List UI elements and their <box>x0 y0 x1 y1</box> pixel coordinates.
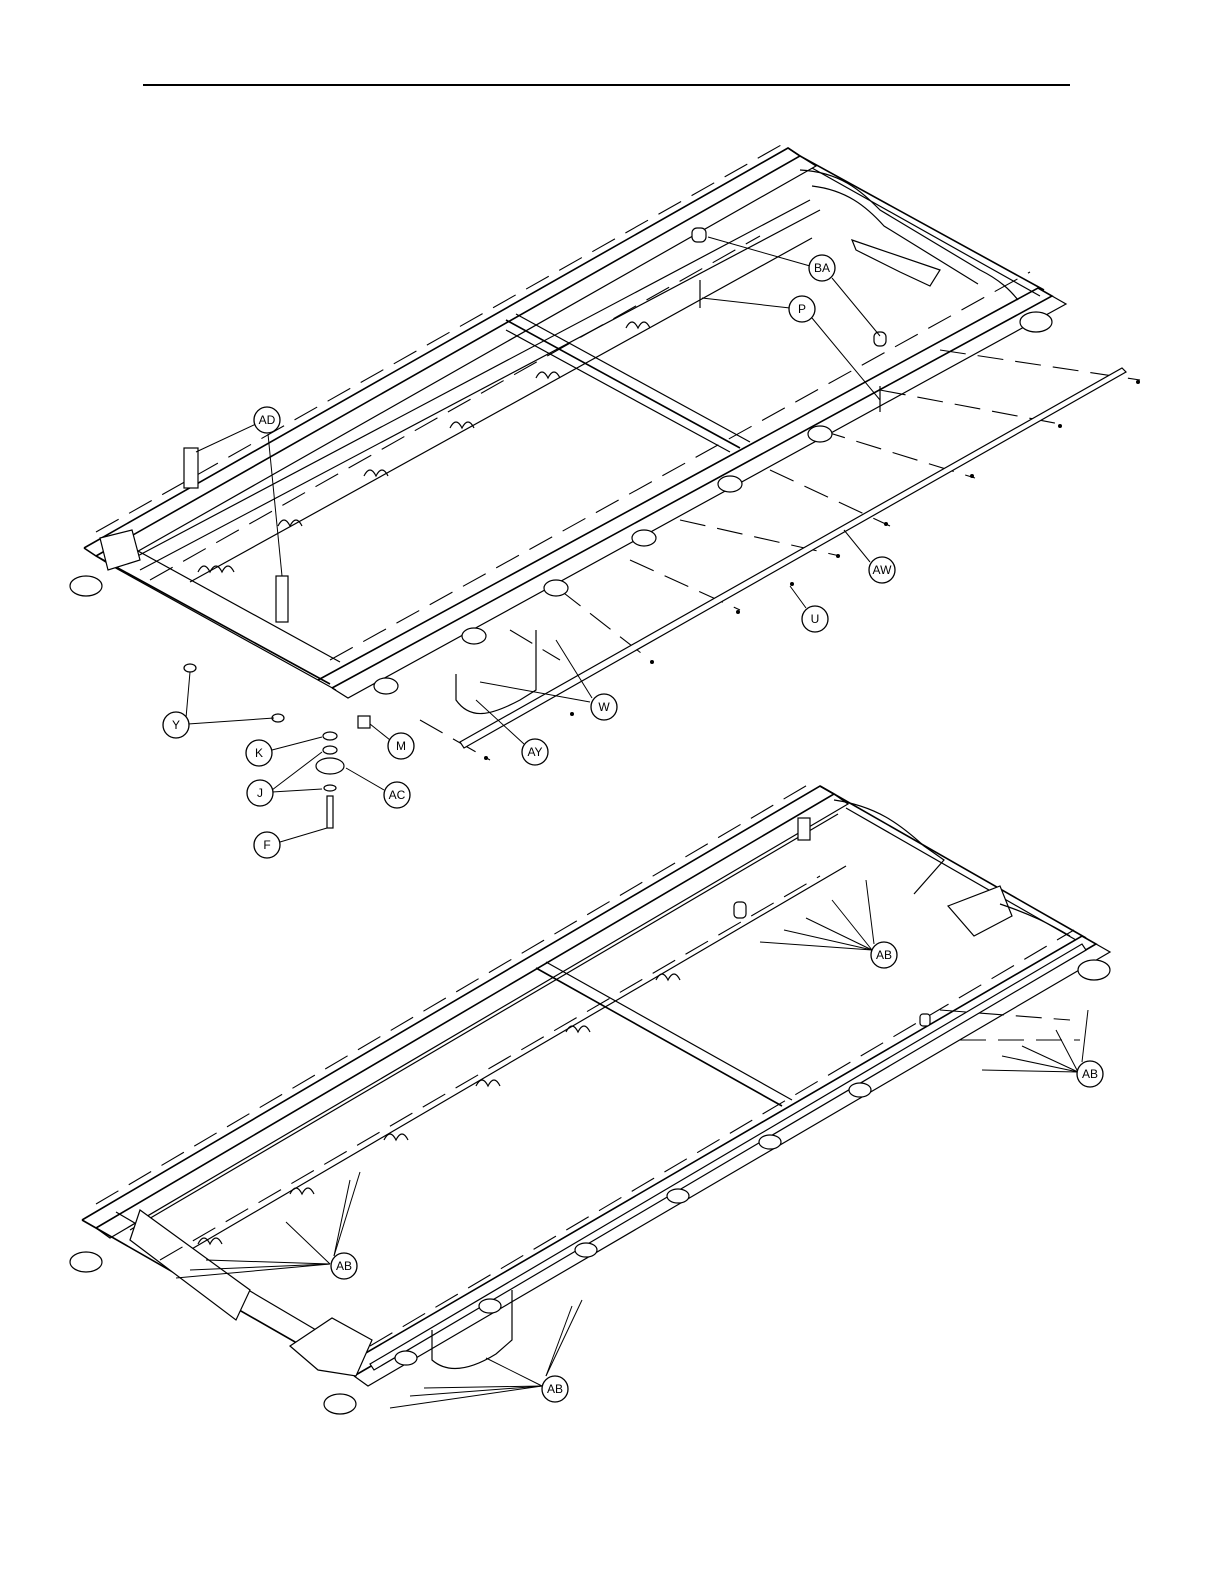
washer-j-2 <box>324 785 336 791</box>
callout-ab-3: AB <box>336 1259 352 1273</box>
callout-ab-2: AB <box>1082 1067 1098 1081</box>
callout-ab-1: AB <box>876 948 892 962</box>
cap-ba-2 <box>874 332 886 346</box>
callout-ab-4: AB <box>547 1382 563 1396</box>
callout-w: W <box>598 700 610 714</box>
washer-k <box>323 732 337 740</box>
callout-ay: AY <box>527 745 542 759</box>
leveling-feet-upper <box>70 312 1052 694</box>
post-ad-lower <box>276 576 288 622</box>
washer-j-1 <box>323 746 337 754</box>
washer-y-1 <box>184 664 196 672</box>
lower-frame <box>70 780 1110 1414</box>
callout-p: P <box>798 302 806 316</box>
callout-ba: BA <box>814 261 830 275</box>
callout-j: J <box>257 786 263 800</box>
callout-u: U <box>811 612 820 626</box>
long-rod <box>460 368 1126 748</box>
glide-ac <box>316 758 344 774</box>
callout-ac: AC <box>389 788 406 802</box>
callout-aw: AW <box>873 563 893 577</box>
bolt-f <box>327 796 333 828</box>
callout-y: Y <box>172 718 180 732</box>
callout-m: M <box>396 739 406 753</box>
cap-ba-1 <box>692 228 706 242</box>
nut-m <box>358 716 370 728</box>
coil-springs-upper <box>198 322 650 572</box>
upper-frame <box>70 140 1140 828</box>
callout-ad: AD <box>259 413 276 427</box>
callout-f: F <box>263 838 270 852</box>
callout-k: K <box>255 746 263 760</box>
upper-callouts: BA P AD AW U W Y M K <box>163 237 895 858</box>
post-ad-upper <box>184 448 198 488</box>
